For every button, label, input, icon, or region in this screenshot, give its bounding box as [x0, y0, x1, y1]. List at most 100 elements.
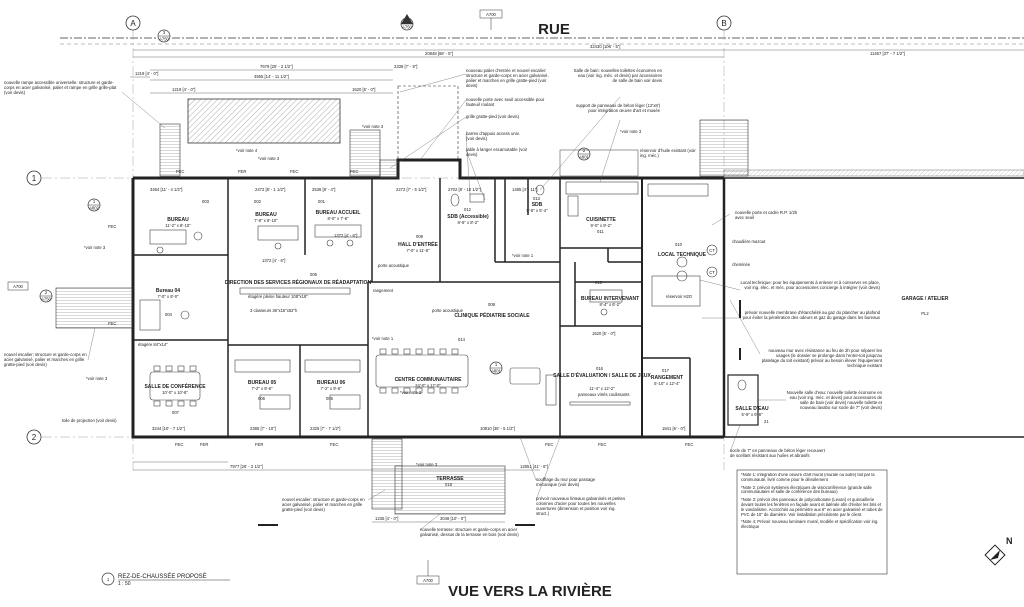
label-cheminee: cheminée	[732, 262, 751, 267]
svg-text:BUREAU: BUREAU	[255, 212, 277, 218]
dimension-lines-top	[130, 49, 1024, 94]
svg-text:A750: A750	[41, 297, 51, 302]
section-marker-left: A700 2 A750	[7, 281, 53, 303]
svg-text:SALLE D'EAU: SALLE D'EAU	[735, 406, 769, 412]
svg-text:1: 1	[32, 174, 37, 183]
room-cuisinette[interactable]: CUISINETTE 9'-0" x 9'-2" 011	[586, 217, 616, 234]
svg-text:Bureau 04: Bureau 04	[156, 288, 180, 294]
street-title: RUE	[538, 21, 570, 38]
stairs-west	[55, 287, 133, 329]
dim-garage: 11467 [37' - 7 1/2"]	[870, 51, 905, 56]
svg-text:BUREAU 06: BUREAU 06	[317, 380, 346, 386]
roof-area	[187, 98, 341, 144]
room-sdb-013[interactable]: SDB 5'-8" x 5'-4" 013	[526, 196, 548, 213]
stairs-north-right	[559, 119, 749, 177]
room-hall[interactable]: HALL D'ENTRÉE 7'-0" x 11'-6" 009	[398, 234, 438, 253]
svg-text:017: 017	[662, 368, 670, 373]
section-marker-bottom: A700	[416, 560, 440, 585]
dim-1219: 1219 [4' - 0"]	[172, 87, 195, 92]
label-etagere: étagère 84"x14"	[138, 342, 168, 347]
room-bureau-05[interactable]: BUREAU 05 7'-2" x 9'-6" 006	[248, 380, 277, 401]
svg-text:24'-0" x 17'-0": 24'-0" x 17'-0"	[415, 383, 441, 388]
room-bureau-06[interactable]: BUREAU 06 7'-2" x 9'-6" 006	[317, 380, 346, 401]
svg-text:BUREAU 05: BUREAU 05	[248, 380, 277, 386]
annotation-notes: nouvelle rampe accessible universelle: s…	[4, 68, 882, 537]
svg-text:004: 004	[165, 312, 173, 317]
label-voir-note-3-a: *voir note 3	[258, 156, 280, 161]
svg-text:N: N	[1006, 536, 1013, 546]
svg-text:011: 011	[597, 229, 604, 234]
svg-text:FEC: FEC	[290, 169, 298, 174]
interior-walls	[133, 178, 691, 437]
svg-text:A700: A700	[486, 12, 496, 17]
svg-text:10'-0" x 10'-8": 10'-0" x 10'-8"	[162, 390, 188, 395]
room-direction[interactable]: 005 DIRECTION DES SERVICES RÉGIONAUX DE …	[225, 272, 372, 286]
svg-text:1235 [4' - 0"]: 1235 [4' - 0"]	[375, 516, 398, 521]
room-garage[interactable]: GARAGE / ATELIER PL2	[902, 296, 949, 316]
ct-circle-1: CT	[706, 244, 718, 256]
svg-text:SDB (Accessible): SDB (Accessible)	[447, 214, 489, 220]
svg-text:1372 [4' - 6"]: 1372 [4' - 6"]	[334, 233, 357, 238]
room-sdb-012[interactable]: SDB (Accessible) 8'-6" x 8'-2" 012	[447, 207, 489, 225]
dim-left: 1219 [4' - 0"]	[135, 71, 158, 76]
grid-bubble-1: 1	[26, 170, 42, 186]
svg-text:FEC: FEC	[685, 442, 693, 447]
svg-text:1: 1	[107, 577, 110, 582]
plan-title-block: 1 REZ-DE-CHAUSSÉE PROPOSÉ 1 : 50	[101, 572, 230, 587]
svg-text:FEC: FEC	[176, 169, 184, 174]
terrace: TERRASSE 018	[371, 438, 506, 515]
svg-text:BUREAU INTERVENANT: BUREAU INTERVENANT	[581, 296, 639, 302]
section-marker-a801-mid: 1 A801	[489, 361, 503, 375]
svg-text:A750: A750	[159, 37, 169, 42]
svg-text:2272 [7' - 5 1/2"]: 2272 [7' - 5 1/2"]	[396, 187, 426, 192]
room-bureau-002[interactable]: BUREAU 7'-8" x 8'-10" 002	[254, 199, 278, 223]
legend-notes-box: *Note 1: intégration d'une oeuvre d'art …	[736, 469, 888, 575]
svg-text:2702 [8' - 10 1/2"]: 2702 [8' - 10 1/2"]	[448, 187, 481, 192]
label-voir-note-3-e: *voir note 3	[86, 376, 108, 381]
svg-text:FER: FER	[200, 442, 208, 447]
room-bureau-003[interactable]: BUREAU 11'-2" x 8'-10" 003	[165, 199, 209, 228]
room-bureau-accueil[interactable]: BUREAU ACCUEIL 8'-0" x 7'-6" 001	[316, 199, 361, 221]
label-voir-note-3-d: *voir note 3	[84, 245, 106, 250]
svg-text:SDB: SDB	[532, 202, 543, 208]
legend-note-3: *Note 3: prévoir des panneaux de polycar…	[741, 497, 883, 517]
svg-text:1: 1	[93, 199, 96, 204]
dim-roof2: 4555 [14' - 11 1/2"]	[254, 74, 289, 79]
dim-roof: 7679 [25' - 2 1/2"]	[260, 64, 293, 69]
room-salle-conference[interactable]: SALLE DE CONFÉRENCE 10'-0" x 10'-8" 007	[144, 382, 206, 415]
ramp-north	[159, 123, 399, 179]
svg-text:B: B	[721, 19, 726, 28]
svg-text:11'-2" x 8'-10": 11'-2" x 8'-10"	[165, 223, 191, 228]
svg-text:BUREAU: BUREAU	[167, 217, 189, 223]
svg-text:A801: A801	[491, 369, 501, 374]
svg-text:FEC: FEC	[108, 224, 116, 229]
label-reservoir-h2o: réservoir H2O	[666, 294, 693, 299]
room-clinique[interactable]: 008 CLINIQUE PÉDIATRIE SOCIALE	[454, 302, 530, 319]
room-bureau-04[interactable]: Bureau 04 7'-0" x 8'-0" 004	[156, 288, 180, 317]
section-marker-a750-top: 3 A750	[157, 29, 171, 43]
roof-area-2	[397, 85, 459, 161]
grid-bubble-2: 2	[26, 429, 42, 445]
svg-text:002: 002	[254, 199, 262, 204]
svg-text:FEC: FEC	[350, 169, 358, 174]
svg-text:12651 [41' - 6"]: 12651 [41' - 6"]	[520, 464, 548, 469]
room-local-technique[interactable]: 010 LOCAL TECHNIQUE	[658, 242, 707, 258]
section-marker-a801-top: 2 A801	[577, 147, 591, 161]
svg-text:2536 [8' - 4"]: 2536 [8' - 4"]	[312, 187, 335, 192]
label-porte-acoustique-2: porte acoustique	[432, 308, 464, 313]
svg-text:CT: CT	[709, 270, 715, 275]
svg-text:HALL D'ENTRÉE: HALL D'ENTRÉE	[398, 240, 438, 248]
svg-text:7'-8" x 8'-10": 7'-8" x 8'-10"	[254, 218, 278, 223]
room-bureau-intervenant[interactable]: 015 BUREAU INTERVENANT 8'-4" x 6'-2"	[581, 280, 639, 307]
label-voir-note-3-c: *voir note 3	[620, 129, 642, 134]
svg-text:SALLE D'ÉVALUATION / SALLE DE: SALLE D'ÉVALUATION / SALLE DE JEUX	[553, 371, 651, 379]
room-salle-evaluation[interactable]: 016 SALLE D'ÉVALUATION / SALLE DE JEUX 1…	[553, 366, 651, 391]
svg-text:7'-0" x 11'-6": 7'-0" x 11'-6"	[406, 248, 430, 253]
svg-text:REZ-DE-CHAUSSÉE PROPOSÉ: REZ-DE-CHAUSSÉE PROPOSÉ	[118, 573, 207, 580]
room-centre-communautaire[interactable]: 014 CENTRE COMMUNAUTAIRE 24'-0" x 17'-0"	[395, 337, 466, 388]
svg-text:8'-6" x 8'-2": 8'-6" x 8'-2"	[457, 220, 479, 225]
svg-text:009: 009	[416, 234, 424, 239]
label-etagere-pleine: étagère pleine hauteur 108"x18"	[248, 294, 308, 299]
svg-text:DIRECTION DES SERVICES RÉGIONA: DIRECTION DES SERVICES RÉGIONAUX DE RÉAD…	[225, 278, 372, 286]
room-rangement[interactable]: 017 RANGEMENT 5'-10" x 12'-4"	[651, 368, 683, 386]
